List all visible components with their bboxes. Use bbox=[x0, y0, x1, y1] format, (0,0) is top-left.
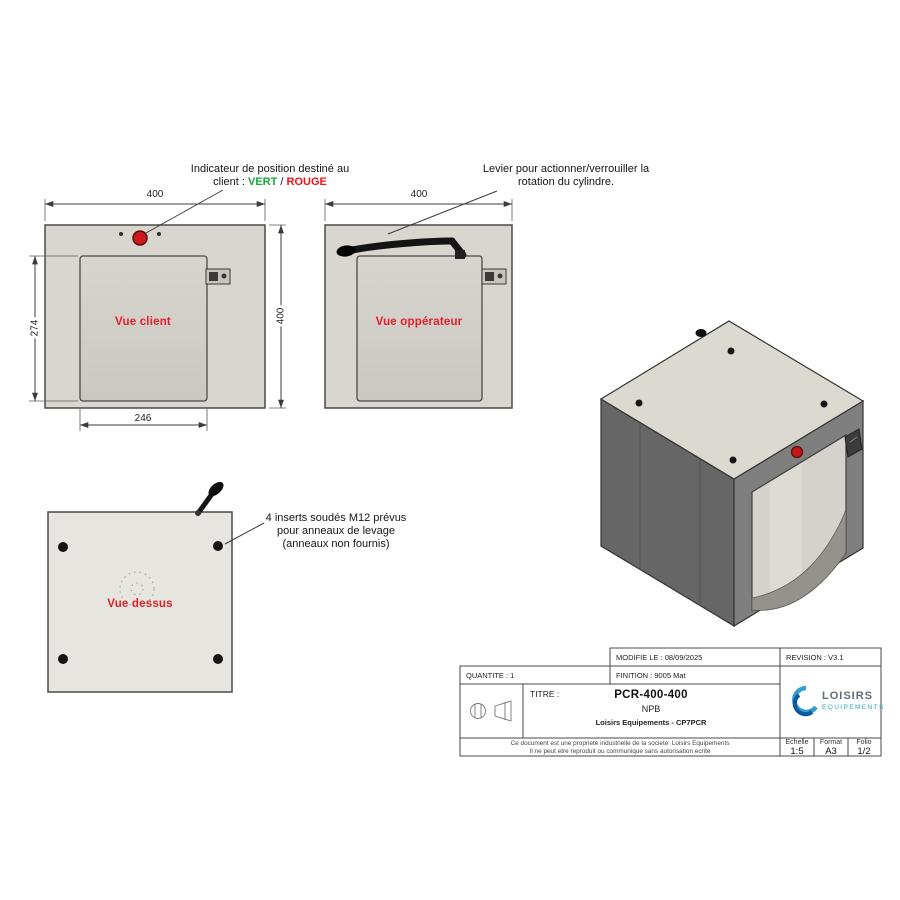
projection-symbol bbox=[470, 700, 512, 722]
titleblock-finish: FINITION : 9005 Mat bbox=[616, 671, 686, 680]
inserts-annotation-line3: (anneaux non fournis) bbox=[282, 538, 390, 550]
dim-operator-width: 400 bbox=[408, 189, 430, 200]
operator-view-drawing bbox=[324, 190, 513, 409]
indicator-rouge-text: ROUGE bbox=[286, 176, 327, 188]
titleblock-legal-line2: Il ne peut etre reproduit ou communique … bbox=[529, 748, 711, 755]
client-view-door bbox=[79, 255, 208, 402]
dim-front-height: 400 bbox=[275, 305, 287, 327]
logo-swirl-icon bbox=[792, 685, 818, 717]
hidden-line-arcs bbox=[119, 571, 155, 607]
indicator-separator: / bbox=[277, 176, 287, 188]
client-view-label: Vue client bbox=[115, 316, 171, 328]
client-view-drawing bbox=[29, 189, 286, 431]
titleblock-part-number: PCR-400-400 bbox=[614, 689, 688, 701]
indicator-vert-text: VERT bbox=[248, 176, 278, 188]
format-value: A3 bbox=[825, 746, 837, 757]
operator-view-door bbox=[356, 255, 483, 402]
logo-text-line2: EQUIPEMENTS bbox=[822, 704, 885, 711]
indicator-leader-line bbox=[145, 189, 224, 234]
title-block-grid bbox=[459, 647, 882, 757]
titleblock-subtitle: NPB bbox=[641, 704, 661, 714]
lever-annotation-line1: Levier pour actionner/verrouiller la bbox=[482, 163, 650, 175]
client-view-latch bbox=[205, 268, 231, 285]
lever-annotation-line2: rotation du cylindre. bbox=[518, 176, 614, 188]
iso-lever-pivot bbox=[695, 329, 707, 337]
top-view-body bbox=[47, 511, 233, 693]
scale-value: 1:5 bbox=[790, 746, 804, 757]
position-indicator-dot bbox=[132, 230, 148, 246]
inserts-leader-line bbox=[224, 522, 265, 545]
iso-panel-seams bbox=[639, 423, 701, 606]
format-label: Format bbox=[819, 739, 843, 746]
logo-text-line1: LOISIRS bbox=[822, 690, 874, 702]
operator-view-label: Vue oppérateur bbox=[375, 316, 463, 328]
indicator-annotation-prefix: client : bbox=[213, 176, 248, 188]
iso-indicator-dot bbox=[790, 445, 804, 459]
dim-front-width: 400 bbox=[144, 189, 166, 200]
iso-cylinder-shadow bbox=[751, 509, 847, 611]
operator-view-latch bbox=[481, 268, 507, 285]
dim-door-width: 246 bbox=[132, 413, 154, 424]
operator-extension-lines bbox=[324, 199, 513, 221]
titleblock-modified: MODIFIE LE : 08/09/2025 bbox=[616, 653, 703, 662]
indicator-annotation-line1: Indicateur de position destiné au bbox=[190, 163, 350, 175]
lever-handle bbox=[336, 237, 467, 259]
client-view-screws bbox=[119, 232, 161, 236]
top-view-label: Vue dessus bbox=[107, 598, 173, 610]
titleblock-revision: REVISION : V3.1 bbox=[786, 653, 844, 662]
folio-value: 1/2 bbox=[857, 746, 871, 757]
titleblock-reference: Loisirs Equipements - CP7PCR bbox=[595, 718, 707, 727]
lifting-insert-dots bbox=[58, 541, 223, 664]
top-view-lever bbox=[195, 481, 224, 516]
titleblock-legal-line1: Ce document est une propriete industriel… bbox=[510, 740, 730, 747]
iso-top-face bbox=[599, 320, 865, 480]
dim-door-height: 274 bbox=[29, 317, 41, 339]
inserts-annotation-line2: pour anneaux de levage bbox=[276, 525, 396, 537]
lever-leader-line bbox=[387, 190, 498, 235]
iso-latch bbox=[844, 428, 863, 458]
scale-label: Echelle bbox=[785, 739, 809, 746]
titleblock-quantity: QUANTITE : 1 bbox=[466, 671, 515, 680]
isometric-view bbox=[599, 320, 865, 628]
titleblock-title-label: TITRE : bbox=[530, 689, 560, 699]
inserts-annotation-line1: 4 inserts soudés M12 prévus bbox=[265, 512, 407, 524]
iso-insert-dots bbox=[635, 347, 828, 464]
top-view-drawing bbox=[47, 481, 265, 693]
folio-label: Folio bbox=[856, 739, 872, 746]
iso-cylinder-highlight bbox=[770, 463, 802, 602]
indicator-annotation-line2: client : VERT / ROUGE bbox=[213, 176, 327, 189]
